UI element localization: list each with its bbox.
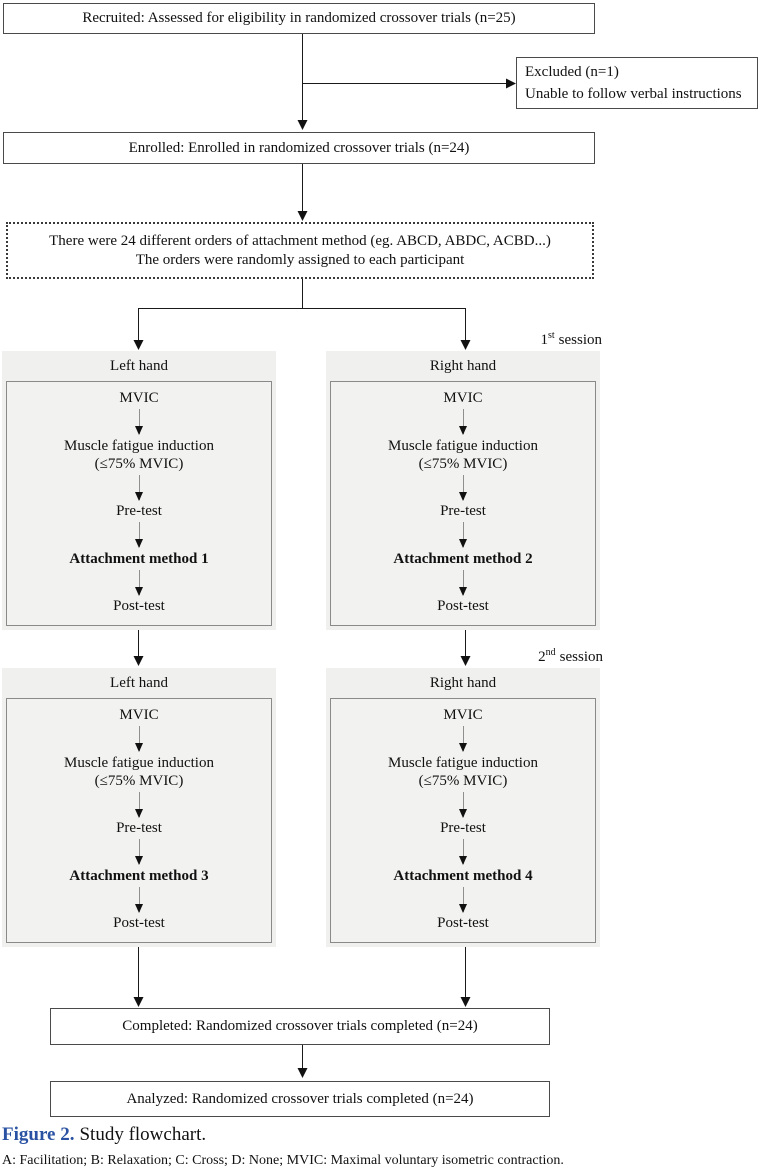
completed-text: Completed: Randomized crossover trials c… [122, 1018, 478, 1034]
step-posttest: Post-test [437, 598, 489, 614]
down-arrow-icon [134, 474, 143, 501]
session-1-word: session [558, 332, 602, 348]
down-arrow-icon [458, 886, 467, 913]
hand-label: Right hand [429, 358, 497, 374]
step-attachment-method: Attachment method 3 [69, 867, 209, 884]
arrowhead-into-enrolled [297, 120, 308, 130]
caption-text: Study flowchart. [79, 1124, 207, 1145]
recruited-box: Recruited: Assessed for eligibility in r… [3, 3, 595, 34]
arrowhead-into-completed-left [133, 997, 144, 1007]
completed-box: Completed: Randomized crossover trials c… [50, 1008, 550, 1045]
figure-caption: Figure 2.Study flowchart. [2, 1124, 206, 1146]
session-2-word: session [559, 649, 603, 665]
step-pretest: Pre-test [440, 820, 486, 836]
down-arrow-icon [134, 726, 143, 753]
step-fatigue: Muscle fatigue induction (≤75% MVIC) [388, 437, 538, 473]
session2-left-hand-panel: Left hand MVIC Muscle fatigue induction … [2, 668, 276, 947]
fatigue-line1: Muscle fatigue induction [64, 754, 214, 771]
arrowhead-into-excluded [506, 78, 516, 89]
figure-label: Figure 2. [2, 1124, 75, 1145]
step-posttest: Post-test [437, 915, 489, 931]
arrowhead-into-analyzed [297, 1068, 308, 1078]
protocol-box: MVIC Muscle fatigue induction (≤75% MVIC… [330, 381, 596, 626]
enrolled-text: Enrolled: Enrolled in randomized crossov… [128, 139, 470, 156]
fatigue-line1: Muscle fatigue induction [64, 437, 214, 454]
down-arrow-icon [458, 522, 467, 549]
step-attachment-method: Attachment method 2 [393, 550, 533, 567]
step-pretest: Pre-test [440, 503, 486, 519]
step-pretest: Pre-test [116, 820, 162, 836]
session1-right-hand-panel: Right hand MVIC Muscle fatigue induction… [326, 351, 600, 630]
step-mvic: MVIC [119, 390, 159, 406]
fatigue-line2: (≤75% MVIC) [418, 455, 508, 472]
step-mvic: MVIC [443, 707, 483, 723]
step-fatigue: Muscle fatigue induction (≤75% MVIC) [388, 754, 538, 790]
down-arrow-icon [134, 791, 143, 818]
step-posttest: Post-test [113, 598, 165, 614]
down-arrow-icon [458, 569, 467, 596]
randomization-line2: The orders were randomly assigned to eac… [135, 251, 465, 268]
down-arrow-icon [134, 886, 143, 913]
step-attachment-method: Attachment method 1 [69, 550, 209, 567]
session2-right-hand-panel: Right hand MVIC Muscle fatigue induction… [326, 668, 600, 947]
enrolled-box: Enrolled: Enrolled in randomized crossov… [3, 132, 595, 164]
fatigue-line1: Muscle fatigue induction [388, 754, 538, 771]
session1-left-hand-panel: Left hand MVIC Muscle fatigue induction … [2, 351, 276, 630]
step-mvic: MVIC [119, 707, 159, 723]
analyzed-box: Analyzed: Randomized crossover trials co… [50, 1081, 550, 1117]
down-arrow-icon [458, 474, 467, 501]
fatigue-line2: (≤75% MVIC) [94, 455, 184, 472]
step-posttest: Post-test [113, 915, 165, 931]
recruited-text: Recruited: Assessed for eligibility in r… [82, 10, 516, 26]
step-attachment-method: Attachment method 4 [393, 867, 533, 884]
step-mvic: MVIC [443, 390, 483, 406]
excluded-line2: Unable to follow verbal instructions [525, 86, 742, 102]
step-fatigue: Muscle fatigue induction (≤75% MVIC) [64, 754, 214, 790]
figure-footnote: A: Facilitation; B: Relaxation; C: Cross… [2, 1153, 564, 1168]
fatigue-line2: (≤75% MVIC) [94, 772, 184, 789]
down-arrow-icon [458, 726, 467, 753]
session-2-ordinal: nd [545, 647, 556, 658]
down-arrow-icon [134, 409, 143, 436]
down-arrow-icon [458, 409, 467, 436]
hand-label: Left hand [110, 358, 168, 374]
down-arrow-icon [134, 569, 143, 596]
fatigue-line2: (≤75% MVIC) [418, 772, 508, 789]
session-2-number: 2 [538, 649, 546, 665]
arrowhead-into-s1-left [133, 340, 144, 350]
protocol-box: MVIC Muscle fatigue induction (≤75% MVIC… [6, 698, 272, 943]
hand-label: Left hand [110, 675, 168, 691]
protocol-box: MVIC Muscle fatigue induction (≤75% MVIC… [330, 698, 596, 943]
session-1-number: 1 [540, 332, 548, 348]
hand-label: Right hand [429, 675, 497, 691]
step-pretest: Pre-test [116, 503, 162, 519]
arrowhead-into-random [297, 211, 308, 221]
analyzed-text: Analyzed: Randomized crossover trials co… [126, 1090, 474, 1107]
down-arrow-icon [134, 522, 143, 549]
down-arrow-icon [458, 791, 467, 818]
session-1-ordinal: st [547, 330, 555, 341]
step-fatigue: Muscle fatigue induction (≤75% MVIC) [64, 437, 214, 473]
protocol-box: MVIC Muscle fatigue induction (≤75% MVIC… [6, 381, 272, 626]
randomization-line1: There were 24 different orders of attach… [49, 232, 551, 249]
excluded-line1: Excluded (n=1) [525, 64, 619, 80]
excluded-box: Excluded (n=1) Unable to follow verbal i… [516, 57, 758, 109]
fatigue-line1: Muscle fatigue induction [388, 437, 538, 454]
randomization-box: There were 24 different orders of attach… [6, 222, 594, 279]
arrowhead-into-completed-right [460, 997, 471, 1007]
down-arrow-icon [458, 839, 467, 866]
arrowhead-into-s2-left [133, 656, 144, 666]
down-arrow-icon [134, 839, 143, 866]
